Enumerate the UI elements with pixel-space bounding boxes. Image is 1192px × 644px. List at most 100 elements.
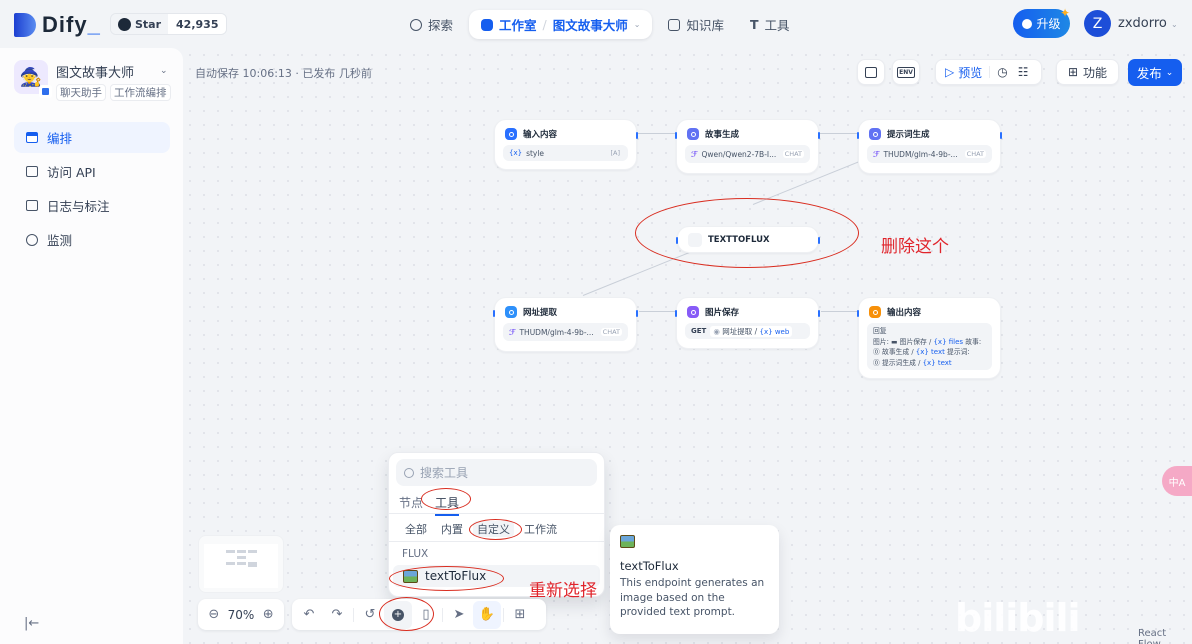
chat-variable-icon [865, 66, 877, 78]
features-button[interactable]: ⊞功能 [1056, 59, 1119, 85]
preview-button[interactable]: ▷预览 [945, 65, 983, 80]
book-icon [668, 18, 681, 31]
upgrade-button[interactable]: 升级 [1013, 9, 1070, 38]
sidebar-item-orchestrate[interactable]: 编排 [14, 122, 170, 153]
picture-icon [620, 535, 635, 548]
input-handle[interactable] [857, 132, 859, 139]
play-icon: ▷ [945, 65, 955, 79]
app-info-card[interactable]: 🧙 图文故事大师 聊天助手 工作流编排 [14, 60, 171, 101]
annotation-reselect: 重新选择 [529, 581, 597, 601]
redo-icon[interactable]: ↷ [331, 607, 343, 622]
features-icon: ⊞ [1067, 65, 1079, 79]
nav-explore[interactable]: 探索 [400, 10, 463, 39]
input-handle[interactable] [857, 310, 859, 317]
input-handle[interactable] [493, 310, 495, 317]
search-icon [404, 467, 414, 478]
env-vars-button[interactable]: ENV [892, 59, 920, 85]
tool-group-label: FLUX [402, 548, 429, 560]
edge [821, 311, 859, 312]
chevron-down-icon[interactable]: ⌄ [633, 20, 641, 29]
sparkle-icon: ✦ [1060, 6, 1071, 20]
github-icon [118, 17, 131, 31]
subtab-all[interactable]: 全部 [405, 523, 427, 536]
organize-blocks-icon[interactable]: ⊞ [514, 607, 526, 622]
github-star-count: 42,935 [168, 14, 227, 34]
llm-icon [505, 306, 517, 318]
env-icon: ENV [897, 66, 915, 78]
annotation-ellipse [389, 566, 504, 591]
nav-studio[interactable]: 工作室 / 图文故事大师 ⌄ [469, 10, 653, 39]
annotation-ellipse [469, 519, 522, 540]
zoom-in-icon[interactable]: ⊕ [262, 607, 274, 622]
llm-icon [687, 128, 699, 140]
node-input[interactable]: 输入内容 {x}style[A] [494, 119, 638, 170]
annotation-ellipse [379, 597, 434, 631]
dify-logo-text: Dify_ [42, 12, 101, 37]
chevron-down-icon[interactable]: ⌄ [160, 66, 168, 76]
node-http-image-save[interactable]: 图片保存 GET◉ 网址提取 / {x} web [675, 297, 820, 349]
react-flow-attribution[interactable]: React Flow [1138, 628, 1167, 644]
nav-knowledge[interactable]: 知识库 [658, 10, 734, 39]
input-handle[interactable] [675, 132, 677, 139]
publish-button[interactable]: 发布⌄ [1128, 59, 1182, 86]
user-menu[interactable]: zxdorro ⌄ [1118, 16, 1178, 31]
dify-logo[interactable]: Dify_ [14, 12, 101, 38]
hand-mode-icon[interactable]: ✋ [473, 600, 501, 629]
autosave-status: 自动保存 10:06:13 · 已发布 几秒前 [195, 67, 372, 80]
conversation-vars-button[interactable] [857, 59, 885, 85]
tab-nodes[interactable]: 节点 [399, 496, 424, 510]
edge [638, 133, 676, 134]
output-handle[interactable] [818, 310, 820, 317]
tool-description-tooltip: textToFlux This endpoint generates an im… [610, 525, 779, 634]
annotation-ellipse [635, 198, 859, 268]
answer-icon [869, 306, 881, 318]
run-history-icon[interactable]: ◷ [997, 65, 1008, 79]
zoom-out-icon[interactable]: ⊖ [208, 607, 220, 622]
edge [820, 133, 858, 134]
output-handle[interactable] [818, 132, 820, 139]
version-history-icon[interactable]: ↺ [364, 607, 376, 622]
zoom-level[interactable]: 70% [227, 607, 255, 622]
dify-logo-mark [14, 13, 36, 37]
llm-icon [869, 128, 881, 140]
nav-tools[interactable]: T 工具 [749, 17, 790, 33]
subtab-workflow[interactable]: 工作流 [524, 523, 557, 536]
model-provider-icon: ℱ [691, 149, 698, 159]
home-icon [505, 128, 517, 140]
upgrade-icon [1022, 18, 1033, 29]
github-star-button[interactable]: Star 42,935 [110, 13, 228, 35]
input-handle[interactable] [675, 310, 677, 317]
app-type-tag: 聊天助手 [56, 84, 106, 101]
app-name: 图文故事大师 [56, 66, 135, 81]
node-answer[interactable]: 输出内容 回复 图片: ▬ 图片保存 / {x} files 故事: ⓪ 故事生… [857, 297, 1001, 379]
sidebar-item-monitoring[interactable]: 监测 [14, 224, 170, 255]
subtab-builtin[interactable]: 内置 [441, 523, 463, 536]
model-provider-icon: ℱ [873, 149, 880, 159]
translate-icon[interactable]: 中A [1162, 466, 1192, 496]
minimap[interactable] [198, 535, 284, 593]
collapse-sidebar-icon[interactable]: |← [24, 616, 40, 631]
pointer-mode-icon[interactable]: ➤ [453, 607, 465, 622]
current-app-breadcrumb[interactable]: 图文故事大师 [552, 18, 628, 33]
sidebar-item-logs[interactable]: 日志与标注 [14, 190, 170, 221]
zoom-control: ⊖ 70% ⊕ [198, 599, 284, 630]
undo-icon[interactable]: ↶ [303, 607, 315, 622]
http-icon [687, 306, 699, 318]
file-text-icon [26, 200, 38, 211]
user-avatar[interactable]: Z [1084, 10, 1111, 37]
output-handle[interactable] [636, 132, 638, 139]
edge [639, 311, 677, 312]
chatflow-badge-icon [39, 85, 52, 98]
output-handle[interactable] [636, 310, 638, 317]
annotation-ellipse [421, 488, 471, 510]
output-handle[interactable] [1000, 132, 1002, 139]
tool-search-input[interactable]: 搜索工具 [396, 459, 597, 486]
preview-group: ▷预览 ◷ ☷ [935, 59, 1042, 85]
checklist-icon[interactable]: ☷ [1017, 65, 1029, 79]
app-mode-tag: 工作流编排 [110, 84, 171, 101]
sidebar-item-api[interactable]: 访问 API [14, 156, 170, 187]
gauge-icon [26, 233, 38, 246]
